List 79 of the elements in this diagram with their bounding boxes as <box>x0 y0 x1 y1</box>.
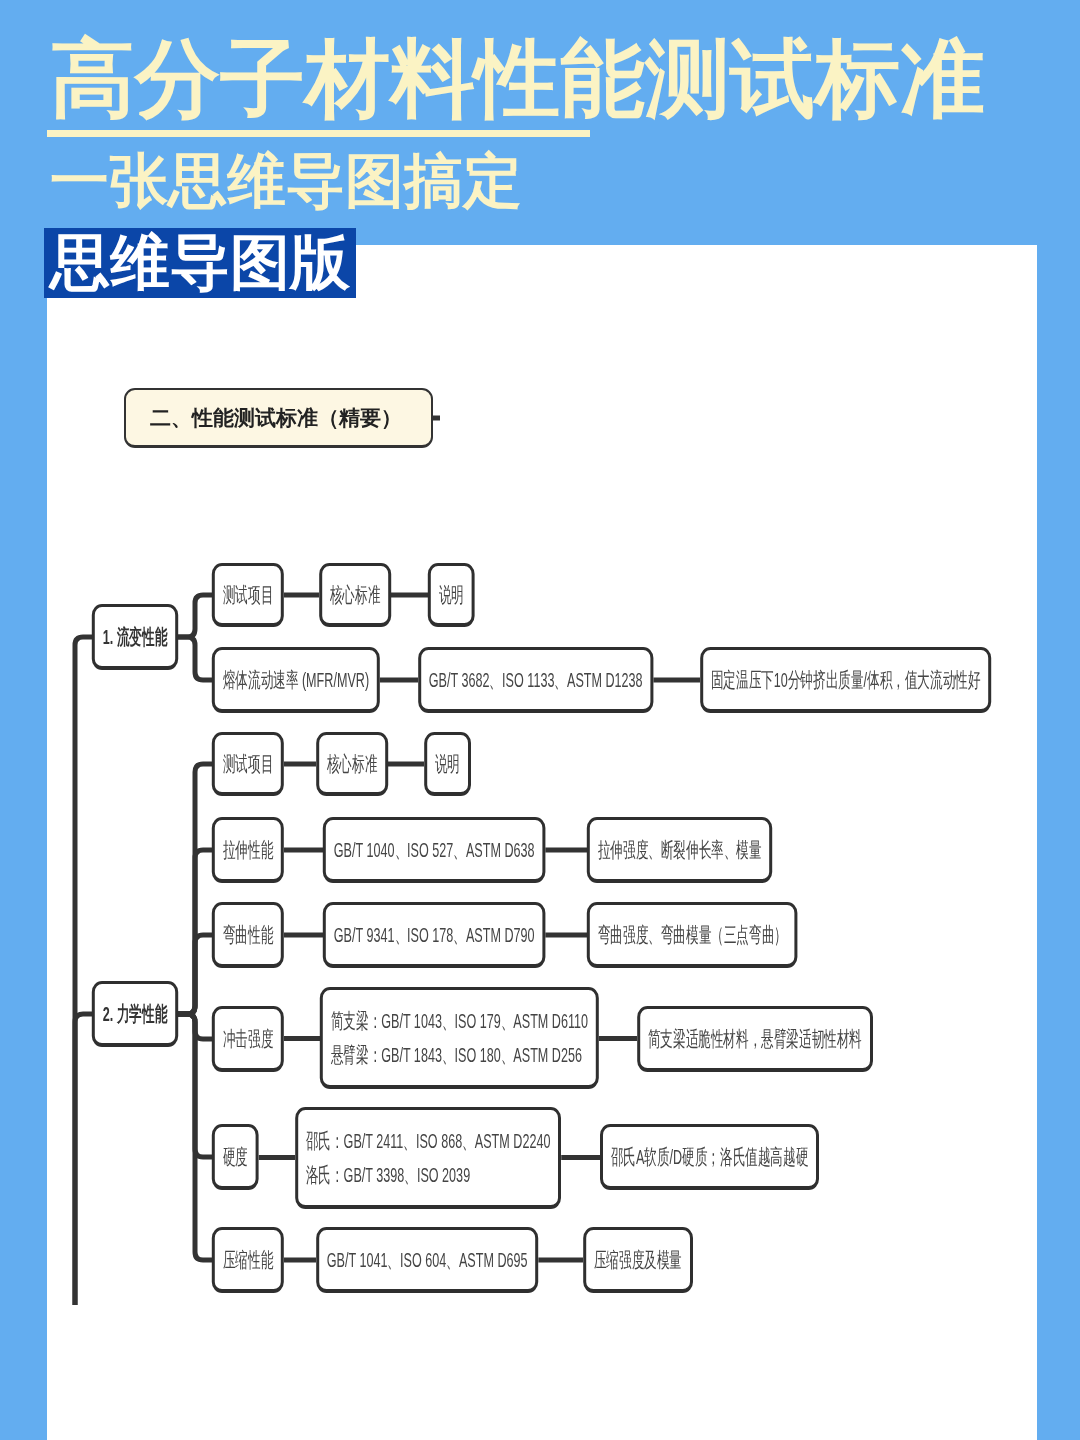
topic-text: 悬臂梁：GB/T 1843、ISO 180、ASTM D256 <box>330 1041 582 1068</box>
topic-box <box>587 817 773 883</box>
title: 高分子材料性能测试标准 <box>50 30 985 128</box>
topic-box <box>212 1227 284 1293</box>
connector-line <box>258 1155 295 1160</box>
connector-line <box>653 677 700 683</box>
topic-text: 硬度 <box>222 1143 248 1170</box>
topic-box <box>212 563 284 627</box>
connector-line <box>561 1155 600 1160</box>
topic-text: GB/T 1040、ISO 527、ASTM D638 <box>333 836 535 863</box>
topic-box <box>212 1124 259 1190</box>
topic-text: 冲击强度 <box>222 1025 274 1052</box>
topic-box <box>319 563 391 627</box>
topic-text: 测试项目 <box>222 750 274 777</box>
connector-line <box>284 1257 316 1263</box>
connector-line <box>178 1011 212 1263</box>
topic-box <box>212 902 284 968</box>
topic-text: 说明 <box>438 581 464 608</box>
topic-box <box>323 817 546 883</box>
badge-text: 思维导图版 <box>50 228 350 298</box>
topic-text: 说明 <box>434 750 460 777</box>
root-topic-box <box>124 388 433 448</box>
branch-topic-box <box>92 981 178 1047</box>
branch-topic-text: 2. 力学性能 <box>102 1000 168 1027</box>
connector-line <box>284 932 323 938</box>
connector-line <box>284 1036 320 1041</box>
root-topic-text: 二、性能测试标准（精要） <box>150 404 402 431</box>
topic-text: 核心标准 <box>326 750 378 777</box>
topic-box <box>587 902 798 968</box>
connector-line <box>598 1036 637 1041</box>
topic-text: 洛氏：GB/T 3398、ISO 2039 <box>305 1161 471 1188</box>
topic-box <box>320 987 599 1089</box>
branch-topic-text: 1. 流变性能 <box>102 623 168 650</box>
topic-text: 固定温压下10分钟挤出质量/体积，值大流动性好 <box>710 666 981 693</box>
connector-line <box>388 761 424 767</box>
topic-text: 邵氏：GB/T 2411、ISO 868、ASTM D2240 <box>305 1127 551 1154</box>
topic-box <box>295 1107 562 1209</box>
topic-text: 压缩强度及模量 <box>593 1246 682 1273</box>
topic-text: 弯曲性能 <box>222 921 274 948</box>
topic-box <box>700 647 992 713</box>
connector-line <box>545 847 587 853</box>
topic-text: GB/T 3682、ISO 1133、ASTM D1238 <box>428 666 643 693</box>
connector-line <box>433 415 440 421</box>
topic-box <box>212 817 284 883</box>
topic-text: 压缩性能 <box>222 1246 274 1273</box>
topic-box <box>418 647 654 713</box>
topic-box <box>600 1124 819 1190</box>
topic-text: 简支梁适脆性材料，悬臂梁适韧性材料 <box>647 1025 862 1052</box>
connector-line <box>284 761 316 767</box>
connector-line <box>391 592 428 598</box>
topic-box <box>323 902 546 968</box>
topic-box <box>212 1006 284 1072</box>
subtitle: 一张思维导图搞定 <box>50 147 522 216</box>
topic-text: 简支梁：GB/T 1043、ISO 179、ASTM D6110 <box>330 1007 589 1034</box>
connector-line <box>545 932 587 938</box>
topic-text: 测试项目 <box>222 581 274 608</box>
topic-box <box>637 1006 873 1072</box>
topic-text: 核心标准 <box>329 581 381 608</box>
topic-text: 拉伸性能 <box>222 836 274 863</box>
connector-line <box>72 1011 92 1305</box>
connector-line <box>178 634 212 683</box>
topic-text: 拉伸强度、断裂伸长率、模量 <box>597 836 762 863</box>
connector-line <box>284 592 319 598</box>
topic-box <box>316 1227 539 1293</box>
topic-text: 弯曲强度、弯曲模量（三点弯曲） <box>597 921 787 948</box>
topic-box <box>424 732 471 796</box>
topic-text: 熔体流动速率 (MFR/MVR) <box>222 666 370 693</box>
topic-box <box>316 732 388 796</box>
connector-line <box>284 847 323 853</box>
branch-topic-box <box>92 604 178 670</box>
topic-box <box>583 1227 693 1293</box>
topic-text: GB/T 9341、ISO 178、ASTM D790 <box>333 921 535 948</box>
topic-box <box>428 563 475 627</box>
topic-text: 邵氏A软质/D硬质；洛氏值越高越硬 <box>610 1143 809 1170</box>
connector-line <box>379 677 418 683</box>
topic-text: GB/T 1041、ISO 604、ASTM D695 <box>326 1246 528 1273</box>
connector-line <box>538 1257 583 1263</box>
topic-box <box>212 732 284 796</box>
topic-box <box>212 647 380 713</box>
